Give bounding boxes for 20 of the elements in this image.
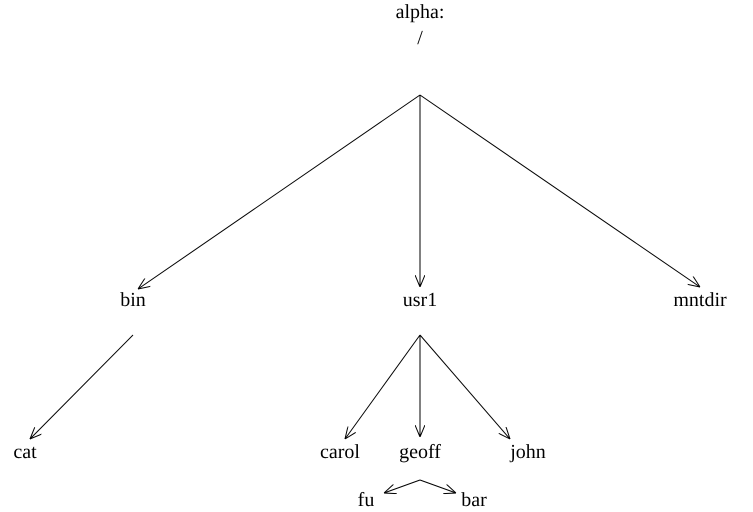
- directory-name: carol: [320, 441, 360, 463]
- directory-name: bar: [461, 489, 487, 511]
- directory-name: /: [417, 27, 423, 49]
- arrow: [414, 334, 426, 438]
- arrow: [138, 94, 420, 290]
- arrow: [344, 334, 420, 440]
- arrow: [384, 480, 420, 494]
- title: alpha:: [396, 1, 444, 23]
- directory-name: cat: [13, 441, 37, 463]
- arrow: [420, 334, 510, 440]
- directory-name: bin: [120, 289, 146, 311]
- arrow: [30, 334, 134, 440]
- directory-name: mntdir: [673, 289, 727, 311]
- arrow: [420, 94, 700, 288]
- directory-name: usr1: [402, 289, 438, 311]
- directory-name: fu: [358, 489, 374, 511]
- directory-name: john: [510, 441, 546, 463]
- arrow: [414, 94, 426, 288]
- arrow: [420, 480, 456, 494]
- directory-name: geoff: [399, 441, 441, 463]
